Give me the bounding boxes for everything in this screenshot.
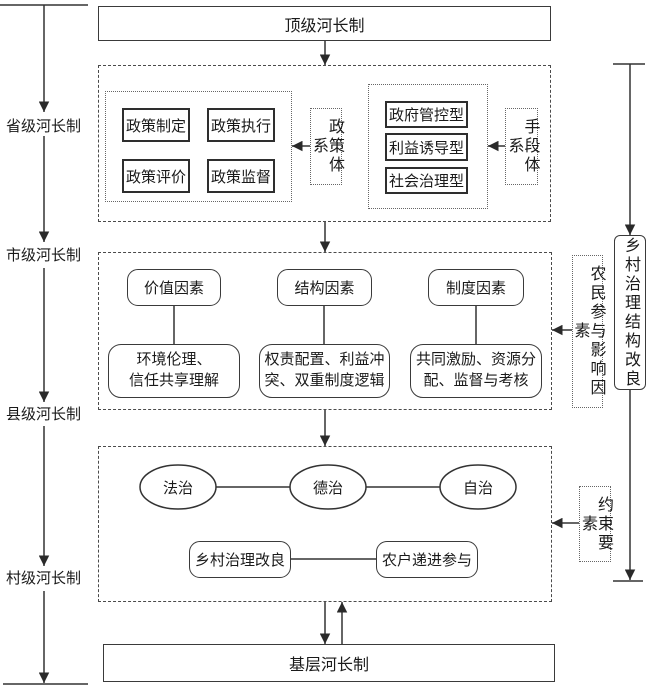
factor-name-box: 结构因素 xyxy=(277,269,372,306)
factor-name-box: 价值因素 xyxy=(127,269,221,306)
farmer-factors-label: 农民参与影响因素 xyxy=(571,265,605,398)
farmer-factors-label-box: 农民参与影响因素 xyxy=(571,255,605,408)
level-label-county: 县级河长制 xyxy=(5,403,83,424)
participation-factors-section xyxy=(98,252,552,410)
factor-detail-box: 共同激励、资源分 配、监督与考核 xyxy=(410,344,542,398)
factor-detail-box: 权责配置、利益冲 突、双重制度逻辑 xyxy=(259,344,390,398)
factor-detail-box: 环境伦理、 信任共享理解 xyxy=(108,344,240,398)
outcome-box: 乡村治理改良 xyxy=(189,541,291,578)
constraint-elements-section xyxy=(98,446,552,602)
means-type-box: 利益诱导型 xyxy=(385,133,468,161)
policy-system-label: 政策体系 xyxy=(310,118,343,175)
policy-formulation-box: 政策制定 xyxy=(122,108,190,142)
policy-supervision-box: 政策监督 xyxy=(207,159,275,193)
factor-name-box: 制度因素 xyxy=(428,269,524,306)
rural-governance-improvement-label: 乡村治理结构改良 xyxy=(622,236,639,389)
level-label-province: 省级河长制 xyxy=(5,115,83,136)
level-label-city: 市级河长制 xyxy=(5,244,83,265)
governance-mode-label: 德治 xyxy=(312,480,343,497)
constraint-elements-label-box: 约束要素 xyxy=(579,486,612,562)
level-label-village: 村级河长制 xyxy=(5,567,83,588)
grassroots-level-box: 基层河长制 xyxy=(103,644,555,682)
means-system-label: 手段体系 xyxy=(505,118,539,175)
governance-mode-label: 法治 xyxy=(162,480,193,497)
policy-system-label-box: 政策体系 xyxy=(310,108,343,185)
governance-node-virtue xyxy=(289,464,367,510)
policy-execution-box: 政策执行 xyxy=(207,108,275,142)
factor-detail-line: 信任共享理解 xyxy=(128,373,219,389)
factor-detail-line: 共同激励、资源分 xyxy=(415,352,536,368)
factor-detail-line: 突、双重制度逻辑 xyxy=(264,373,385,389)
means-type-box: 社会治理型 xyxy=(385,167,468,194)
governance-node-law xyxy=(139,464,217,510)
top-level-box: 顶级河长制 xyxy=(98,6,551,41)
outcome-box: 农户递进参与 xyxy=(376,541,478,578)
means-type-box: 政府管控型 xyxy=(385,101,468,128)
factor-detail-line: 环境伦理、 xyxy=(136,352,212,368)
rural-governance-improvement-box: 乡村治理结构改良 xyxy=(614,235,646,390)
factor-detail-line: 权责配置、利益冲 xyxy=(264,352,385,368)
policy-means-section xyxy=(98,65,551,222)
governance-mode-label: 自治 xyxy=(462,480,493,497)
factor-detail-line: 配、监督与考核 xyxy=(423,373,529,389)
governance-node-self xyxy=(439,464,517,510)
policy-evaluation-box: 政策评价 xyxy=(122,159,190,193)
means-system-label-box: 手段体系 xyxy=(505,108,539,185)
constraint-elements-label: 约束要素 xyxy=(579,495,612,553)
